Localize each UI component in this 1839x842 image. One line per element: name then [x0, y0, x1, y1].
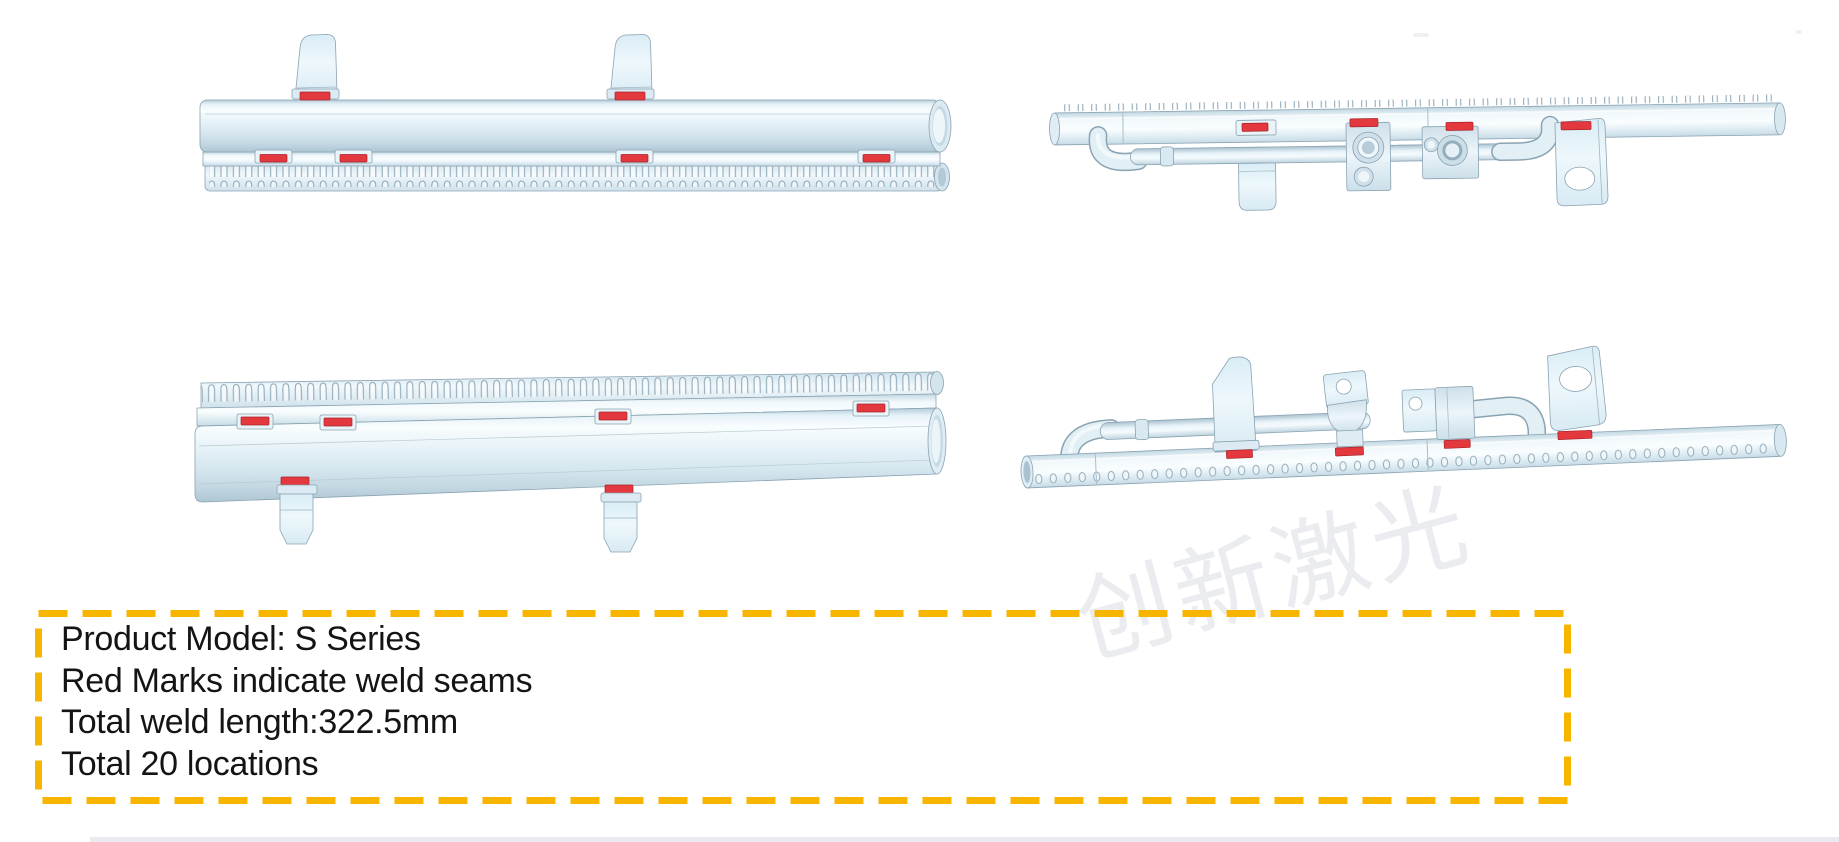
main-tube: [199, 99, 952, 153]
weld-mark: [1557, 429, 1593, 440]
rail-clip: [1235, 119, 1277, 136]
pipe-clip: [254, 149, 293, 164]
weld-mark: [1560, 121, 1592, 131]
pipe-clip: [334, 149, 373, 164]
boss-block: [1345, 118, 1392, 192]
weld-mark: [280, 476, 310, 486]
mount-tab: [291, 34, 340, 101]
weld-mark: [862, 154, 891, 163]
weld-mark: [598, 411, 628, 421]
weld-mark: [1349, 118, 1379, 128]
elbow-pipe: [1088, 126, 1148, 172]
info-line-product-model: Product Model: S Series: [61, 620, 421, 658]
weld-mark: [1334, 446, 1364, 457]
bottom-edge-line: [90, 837, 1839, 842]
weld-mark: [240, 416, 270, 426]
weld-mark: [856, 403, 886, 413]
weld-mark: [604, 484, 634, 494]
mount-tab: [606, 34, 655, 101]
pipe-clip: [236, 413, 274, 430]
info-line-weld-length: Total weld length:322.5mm: [61, 703, 458, 741]
pipe-clip: [594, 408, 632, 425]
weld-mark: [614, 91, 646, 101]
info-line-red-marks: Red Marks indicate weld seams: [61, 661, 533, 700]
pipe-clip: [852, 400, 890, 417]
weld-mark: [323, 417, 353, 427]
toothed-rail: [1020, 423, 1787, 489]
info-box: Product Model: S Series Red Marks indica…: [35, 610, 1572, 805]
weld-mark: [1445, 121, 1474, 131]
weld-mark: [1241, 122, 1269, 132]
elbow-pipe-up: [1491, 115, 1560, 162]
assembly-view-top-right: [1049, 94, 1786, 211]
weld-mark: [339, 154, 368, 163]
mount-tab: [276, 476, 318, 545]
pipe-clip: [615, 149, 654, 164]
flag-bracket: [1554, 117, 1609, 207]
hanging-tab: [1238, 162, 1277, 211]
weld-mark: [259, 154, 288, 163]
faint-artifact: [1413, 33, 1429, 37]
assembly-view-bottom-right: [1020, 345, 1787, 489]
rack-bar: [204, 162, 950, 192]
block: [1434, 385, 1476, 449]
info-box-text: Product Model: S Series Red Marks indica…: [61, 619, 533, 785]
flag-bracket: [1547, 345, 1607, 440]
pipe-clip: [857, 149, 896, 164]
mid-rail: [202, 151, 941, 167]
clamp-bracket: [1322, 370, 1369, 457]
hole-plate: [1401, 388, 1437, 433]
pipe-clip: [319, 414, 357, 431]
elbow-pipe-down: [1462, 396, 1547, 445]
info-box-border: [35, 610, 1571, 804]
toothed-rail: [1049, 94, 1786, 146]
weld-mark: [1225, 449, 1253, 459]
assembly-view-bottom-left: [194, 371, 947, 553]
weld-mark: [620, 154, 649, 163]
info-line-locations: Total 20 locations: [61, 744, 319, 783]
faint-artifact: [1796, 30, 1802, 34]
mount-tab: [1212, 356, 1260, 459]
mount-tab: [600, 484, 642, 553]
assembly-view-top-left: [199, 34, 952, 192]
weld-mark: [299, 91, 331, 101]
ring-block: [1421, 121, 1480, 180]
main-tube: [194, 407, 947, 503]
weld-mark: [1443, 439, 1471, 449]
